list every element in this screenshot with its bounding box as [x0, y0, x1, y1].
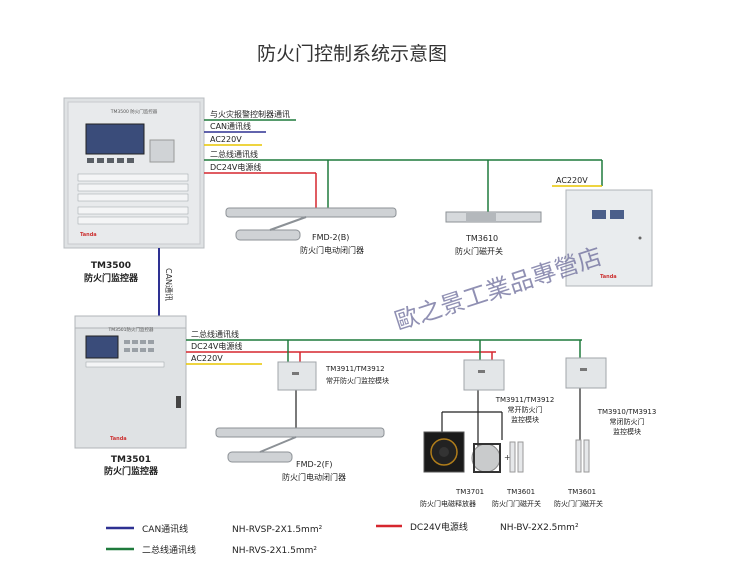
- label-bottom-dc24v: DC24V电源线: [191, 341, 242, 351]
- panel-tm3500-screen: [85, 123, 145, 155]
- label-top-bus: 二总线通讯线: [210, 149, 258, 159]
- top-wiring: [204, 119, 603, 212]
- tm3601-a-model: TM3601: [506, 488, 535, 496]
- legend-bus-label: 二总线通讯线: [142, 544, 196, 556]
- panel-tm3501-brand: Tanda: [110, 436, 127, 442]
- panel-tm3501-key: [176, 396, 181, 408]
- bottom-wiring: [186, 339, 582, 448]
- panel-tm3501-screen: [85, 335, 119, 359]
- label-fire-alarm: 与火灾报警控制器通讯: [210, 109, 290, 119]
- tm3601-a-desc: 防火门门磁开关: [492, 499, 541, 508]
- panel-tm3500-buttons: [87, 158, 134, 163]
- panel-tm3500-brand: Tanda: [80, 232, 97, 238]
- fmd2b-closer: [225, 207, 397, 241]
- tm3910-model: TM3910/TM3913: [597, 408, 657, 416]
- legend-dc24v-spec: NH-BV-2X2.5mm²: [500, 523, 579, 533]
- fmd2b-model: FMD-2(B): [312, 233, 349, 242]
- power-box-brand: Tanda: [600, 274, 617, 280]
- label-bottom-ac220v: AC220V: [191, 354, 223, 363]
- tm3610-switch: [445, 211, 542, 223]
- tm3911-b-desc1: 常开防火门: [508, 405, 543, 414]
- label-bottom-bus: 二总线通讯线: [191, 329, 239, 339]
- fmd2f-closer: [215, 427, 385, 463]
- panel-tm3501: TM3501防火门监控器 Tanda TM3501 防火门监控器: [74, 315, 187, 477]
- panel-tm3500-plate: TM3500 防火门监控器: [110, 108, 158, 115]
- tm3701-release: [423, 431, 501, 473]
- can-link-label: CAN通讯: [164, 268, 174, 301]
- tm3911-a-desc: 常开防火门监控模块: [326, 376, 389, 385]
- legend: CAN通讯线 NH-RVSP-2X1.5mm² 二总线通讯线 NH-RVS-2X…: [106, 521, 579, 556]
- panel-tm3500-model: TM3500: [91, 261, 131, 271]
- tm3601-b-model: TM3601: [567, 488, 596, 496]
- label-top-ac220v: AC220V: [210, 135, 242, 144]
- legend-bus-spec: NH-RVS-2X1.5mm²: [232, 546, 317, 556]
- tm3610-desc: 防火门磁开关: [455, 246, 503, 256]
- fmd2f-model: FMD-2(F): [296, 460, 332, 469]
- legend-dc24v-label: DC24V电源线: [410, 521, 468, 533]
- tm3910-desc1: 常闭防火门: [610, 417, 645, 426]
- power-box-ac-label: AC220V: [556, 176, 588, 185]
- panel-tm3501-model: TM3501: [111, 455, 151, 465]
- watermark: 歐之景工業品專營店: [391, 242, 605, 335]
- panel-tm3500-name: 防火门监控器: [84, 272, 139, 284]
- tm3701-desc: 防火门电磁释放器: [420, 499, 476, 508]
- fmd2f-desc: 防火门电动闭门器: [282, 472, 346, 482]
- tm3910-desc2: 监控模块: [613, 427, 641, 436]
- tm3911-module-b: [463, 359, 505, 391]
- panel-tm3501-keypad: [124, 340, 154, 352]
- tm3911-module-a: [277, 361, 317, 391]
- fmd2b-desc: 防火门电动闭门器: [300, 245, 364, 255]
- svg-text:+: +: [504, 453, 511, 462]
- panel-tm3501-plate: TM3501防火门监控器: [107, 326, 154, 333]
- tm3910-module: [565, 357, 607, 389]
- legend-can-label: CAN通讯线: [142, 523, 188, 535]
- label-top-dc24v: DC24V电源线: [210, 162, 261, 172]
- tm3911-b-model: TM3911/TM3912: [495, 396, 555, 404]
- tm3610-model: TM3610: [465, 234, 498, 243]
- tm3601-switch-b: [575, 439, 590, 473]
- panel-tm3500: TM3500 防火门监控器 Tanda TM3500 防火门监控器: [63, 97, 205, 284]
- tm3911-a-model: TM3911/TM3912: [325, 365, 385, 373]
- diagram-title: 防火门控制系统示意图: [257, 43, 447, 65]
- panel-tm3500-indicator-rows: [77, 173, 189, 225]
- tm3701-model: TM3701: [455, 488, 484, 496]
- label-top-can: CAN通讯线: [210, 121, 251, 131]
- tm3601-switch-a: +: [504, 441, 524, 473]
- tm3911-b-desc2: 监控模块: [511, 415, 539, 424]
- legend-can-spec: NH-RVSP-2X1.5mm²: [232, 525, 323, 535]
- power-supply-box: Tanda: [565, 189, 653, 287]
- panel-tm3501-name: 防火门监控器: [104, 465, 159, 477]
- tm3601-b-desc: 防火门门磁开关: [554, 499, 603, 508]
